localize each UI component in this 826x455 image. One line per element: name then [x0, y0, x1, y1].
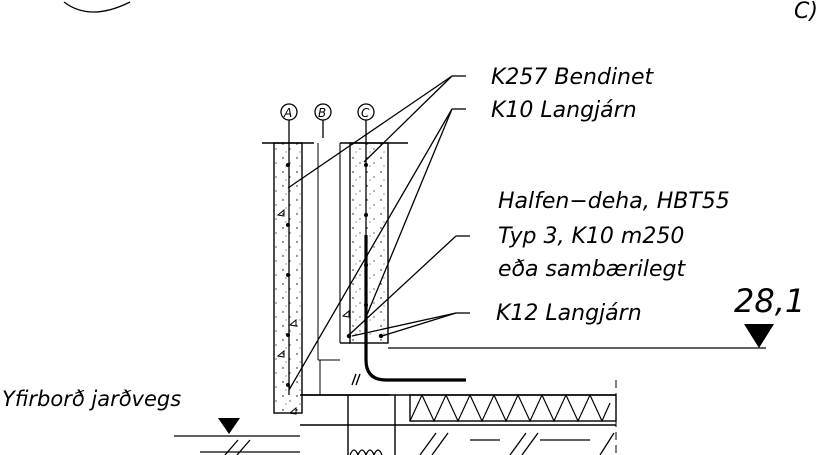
label-halfen-line1: Halfen−deha, HBT55 [498, 189, 730, 214]
axis-label-b: B [318, 106, 326, 120]
label-langjarn-k12: K12 Langjárn [496, 301, 642, 326]
label-bendinet: K257 Bendinet [491, 65, 655, 90]
wall-markers [276, 208, 350, 415]
floor-slab [300, 347, 766, 455]
ground-hatch [174, 432, 615, 455]
concrete-walls [262, 142, 408, 414]
elevation-label: 28,1 [734, 282, 805, 320]
elevation-triangle-icon [744, 324, 774, 348]
label-ground-surface: Yfirborð jarðvegs [2, 387, 181, 411]
label-langjarn-k10: K10 Langjárn [491, 98, 637, 123]
label-halfen-line2: Typ 3, K10 m250 [498, 224, 684, 249]
halfen-connector-bar [364, 235, 466, 382]
view-label: C) [794, 0, 818, 24]
leader-lines [287, 75, 470, 391]
label-halfen-line3: eða sambærilegt [498, 257, 686, 282]
axis-label-a: A [283, 106, 292, 120]
detail-circle-fragment [63, 1, 131, 13]
ground-triangle-icon [218, 418, 240, 434]
axis-label-c: C [361, 106, 370, 120]
